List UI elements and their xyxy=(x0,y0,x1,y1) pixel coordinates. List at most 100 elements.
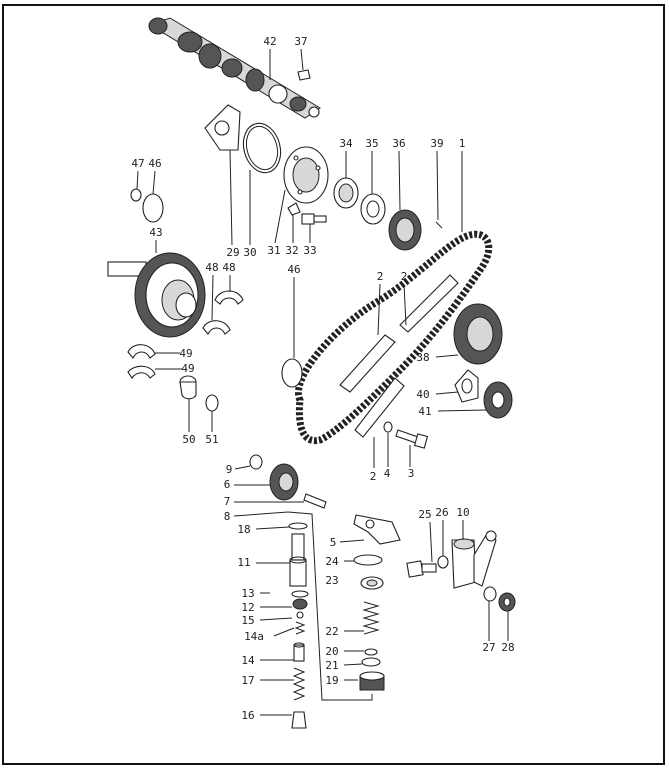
part-label-l39: 39 xyxy=(430,137,443,150)
part-label-l31: 31 xyxy=(267,244,280,257)
part-label-l16: 16 xyxy=(241,709,254,722)
part-label-l37: 37 xyxy=(294,35,307,48)
part-label-l33: 33 xyxy=(303,244,316,257)
part-label-l38: 38 xyxy=(416,351,429,364)
circlip-mid xyxy=(281,277,303,388)
spacer-plate xyxy=(435,369,479,403)
chain-guide-right xyxy=(399,274,459,333)
part-label-l32: 32 xyxy=(285,244,298,257)
gasket-plate xyxy=(204,104,241,246)
spacer-ring xyxy=(333,151,359,209)
main-spring xyxy=(260,667,306,701)
circlip-pump xyxy=(234,454,263,470)
bearing-flange xyxy=(274,146,329,244)
part-label-l1: 1 xyxy=(459,137,466,150)
guide-washer xyxy=(383,421,393,467)
part-label-l28: 28 xyxy=(501,641,514,654)
part-label-l42: 42 xyxy=(263,35,276,48)
arm-washer xyxy=(483,586,497,641)
bearing-shell-upper-b xyxy=(202,275,231,335)
part-label-l2b: 2 xyxy=(401,270,408,283)
valve-seat xyxy=(260,598,308,610)
part-label-l21: 21 xyxy=(325,659,338,672)
pump-bracket xyxy=(339,514,401,545)
part-label-l48a: 48 xyxy=(205,261,218,274)
valve-washer xyxy=(343,657,381,667)
part-label-l27: 27 xyxy=(482,641,495,654)
part-label-l7: 7 xyxy=(224,495,231,508)
camshaft-sprocket xyxy=(388,150,422,251)
camshaft xyxy=(148,17,321,119)
part-label-l4: 4 xyxy=(384,467,391,480)
lock-washer xyxy=(287,202,301,243)
valve-body xyxy=(360,576,384,590)
drive-pin xyxy=(234,493,327,509)
flange-bolt xyxy=(301,213,327,243)
part-label-l18: 18 xyxy=(237,523,250,536)
part-label-l35: 35 xyxy=(365,137,378,150)
plunger-body xyxy=(256,533,307,587)
intermediate-gear xyxy=(107,240,206,338)
arm-nut xyxy=(498,592,516,641)
part-label-l12: 12 xyxy=(241,601,254,614)
part-label-l2a: 2 xyxy=(377,270,384,283)
bearing-shell-upper xyxy=(211,274,244,321)
part-label-l51: 51 xyxy=(205,433,218,446)
part-label-l22: 22 xyxy=(325,625,338,638)
part-label-l26: 26 xyxy=(435,506,448,519)
part-label-l9: 9 xyxy=(226,463,233,476)
circlip-small xyxy=(130,170,142,202)
part-label-l19: 19 xyxy=(325,674,338,687)
part-label-l23: 23 xyxy=(325,574,338,587)
part-label-l13: 13 xyxy=(241,587,254,600)
tensioner-washer xyxy=(437,520,449,569)
part-label-l46b: 46 xyxy=(287,263,300,276)
valve-disc xyxy=(344,648,378,656)
guide-bolt xyxy=(395,429,429,467)
o-ring-top xyxy=(255,522,308,530)
part-label-l34: 34 xyxy=(339,137,353,150)
part-label-l47: 47 xyxy=(131,157,144,170)
part-label-l25: 25 xyxy=(418,508,431,521)
part-label-l11: 11 xyxy=(237,556,250,569)
pump-gear xyxy=(234,463,299,501)
seal-ring xyxy=(242,122,282,245)
tensioner-bolt xyxy=(406,521,437,578)
crankshaft-sprocket xyxy=(435,303,503,365)
part-label-l30: 30 xyxy=(243,246,256,259)
part-label-l40: 40 xyxy=(416,388,429,401)
part-label-l6: 6 xyxy=(224,478,231,491)
circlip-large xyxy=(142,170,164,223)
tensioner-arm xyxy=(451,520,497,589)
part-label-l24: 24 xyxy=(325,555,339,568)
crankshaft-nut xyxy=(437,381,513,419)
chain-guide-lower xyxy=(354,377,405,468)
bushing xyxy=(179,375,197,432)
part-label-l2c: 2 xyxy=(370,470,377,483)
part-label-l36: 36 xyxy=(392,137,405,150)
part-label-l46a: 46 xyxy=(148,157,161,170)
part-label-l14: 14 xyxy=(241,654,255,667)
part-label-l29: 29 xyxy=(226,246,239,259)
small-spring xyxy=(273,621,306,637)
pump-cap xyxy=(344,671,385,691)
chain-guide-upper xyxy=(339,283,396,393)
part-label-l8: 8 xyxy=(224,510,231,523)
timing-chain xyxy=(295,151,493,445)
retaining-wire xyxy=(233,511,373,701)
part-label-l49a: 49 xyxy=(179,347,192,360)
part-label-l50: 50 xyxy=(182,433,195,446)
part-label-l10: 10 xyxy=(456,506,469,519)
part-label-l20: 20 xyxy=(325,645,338,658)
part-label-l5: 5 xyxy=(330,536,337,549)
valve-spring xyxy=(344,601,380,635)
part-label-l15: 15 xyxy=(241,614,254,627)
part-label-l48b: 48 xyxy=(222,261,235,274)
part-label-l43: 43 xyxy=(149,226,162,239)
gasket xyxy=(344,554,383,566)
part-label-l49b: 49 xyxy=(181,362,194,375)
bearing-shell-lower xyxy=(127,344,180,359)
